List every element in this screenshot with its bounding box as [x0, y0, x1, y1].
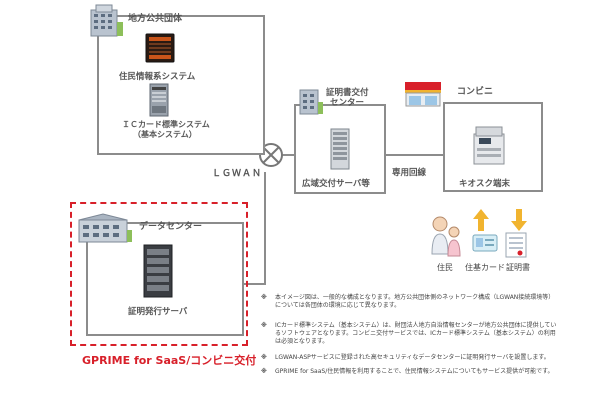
lgwan-label: ＬＧＷＡＮ — [212, 169, 263, 179]
gprime-service-frame — [70, 202, 248, 346]
note-4-mark: ※ — [261, 368, 267, 375]
wide-area-server-label: 広域交付サーバ等 — [302, 179, 370, 189]
ic-card-system-label-1: ＩＣカード標準システム — [122, 120, 210, 129]
down-arrow-icon — [511, 209, 527, 231]
resident-card-icon — [472, 234, 498, 252]
ic-card-server-icon — [149, 83, 169, 117]
kiosk-terminal-icon — [473, 126, 505, 165]
up-arrow-icon — [473, 209, 489, 231]
cert-center-title-2: センター — [330, 98, 365, 108]
line-lgwan-to-dc — [264, 172, 266, 284]
convenience-store-icon — [405, 82, 441, 107]
cert-issue-server-icon — [143, 244, 173, 298]
certificate-document-icon — [505, 232, 527, 258]
data-center-title: データセンター — [139, 222, 203, 232]
note-4: ※ GPRIME for SaaS/住民情報を利用することで、住民情報システムに… — [261, 368, 557, 376]
note-2: ※ ICカード標準システム（基本システム）は、財団法人地方自治情報センターが地方… — [261, 322, 557, 346]
resident-caption: 住民 — [437, 263, 453, 272]
card-caption: 住基カード — [465, 263, 505, 272]
kiosk-terminal-label: キオスク端末 — [459, 179, 511, 189]
note-1: ※ 本イメージ図は、一般的な構成となります。地方公共団体側のネットワーク構成（L… — [261, 294, 557, 310]
gprime-service-name: GPRIME for SaaS/コンビニ交付 — [82, 354, 257, 367]
dedicated-line-label: 専用回線 — [392, 168, 427, 178]
note-2-mark: ※ — [261, 322, 267, 329]
convenience-title: コンビニ — [457, 87, 494, 97]
local-government-box — [97, 15, 265, 155]
line-dc-horizontal — [244, 283, 266, 285]
wide-area-server-icon — [330, 128, 350, 170]
local-government-title: 地方公共団体 — [128, 14, 183, 24]
ic-card-system-label-2: （基本システム） — [133, 130, 197, 139]
note-4-text: GPRIME for SaaS/住民情報を利用することで、住民情報システムについ… — [275, 368, 554, 375]
certificate-caption: 証明書 — [506, 263, 530, 272]
note-1-mark: ※ — [261, 294, 267, 301]
lgwan-router-icon — [259, 143, 283, 167]
resident-info-server-icon — [145, 33, 175, 63]
data-center-building-icon — [78, 213, 132, 243]
cert-center-building-icon — [299, 89, 323, 115]
line-lgwan-to-center — [274, 154, 296, 156]
note-3: ※ LGWAN-ASPサービスに登録された高セキュリティなデータセンターに証明発… — [261, 354, 557, 362]
line-center-to-convenience — [385, 154, 443, 156]
government-building-icon — [90, 4, 123, 37]
note-3-mark: ※ — [261, 354, 267, 361]
cert-center-title-1: 証明書交付 — [326, 88, 369, 98]
resident-info-system-label: 住民情報系システム — [119, 72, 196, 82]
note-3-text: LGWAN-ASPサービスに登録された高セキュリティなデータセンターに証明発行サ… — [275, 354, 550, 361]
resident-family-icon — [431, 216, 461, 257]
note-1-text: 本イメージ図は、一般的な構成となります。地方公共団体側のネットワーク構成（LGW… — [275, 294, 555, 309]
note-2-text: ICカード標準システム（基本システム）は、財団法人地方自治情報センターが地方公共… — [275, 322, 557, 345]
cert-center-box — [294, 104, 386, 194]
cert-issue-server-label: 証明発行サーバ — [128, 307, 188, 317]
